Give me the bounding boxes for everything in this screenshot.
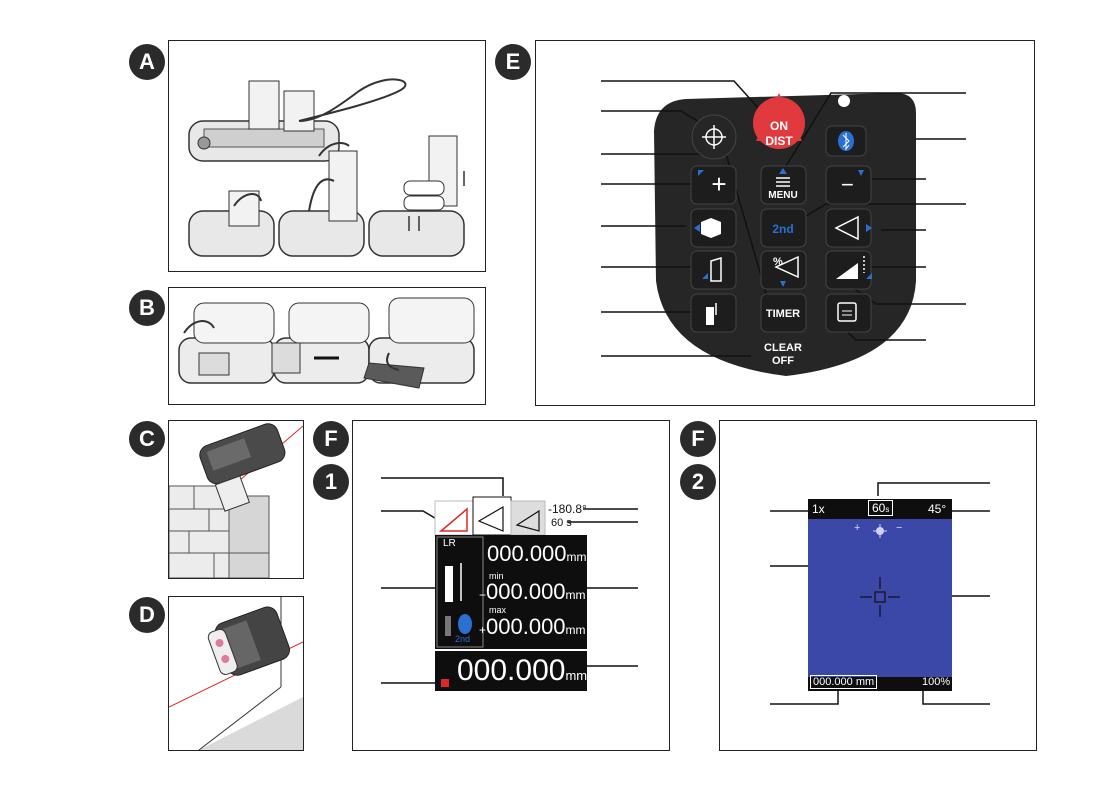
display-2-callouts bbox=[720, 421, 1036, 750]
minus-icon: − bbox=[841, 172, 854, 197]
bluetooth-indicator-icon bbox=[458, 614, 472, 634]
badge-b: B bbox=[129, 290, 165, 326]
timer-label: TIMER bbox=[766, 308, 800, 320]
angle-value: 45° bbox=[928, 502, 946, 516]
indirect-measure-button[interactable] bbox=[826, 209, 871, 247]
badge-d: D bbox=[129, 597, 165, 633]
memory-button[interactable] bbox=[826, 294, 871, 332]
badge-1: 1 bbox=[313, 464, 349, 500]
laser-dot-icon bbox=[838, 95, 850, 107]
timer-readout: 60 s bbox=[551, 517, 572, 529]
laser-indicator-icon bbox=[441, 679, 449, 687]
badge-a: A bbox=[129, 44, 165, 80]
badge-2: 2 bbox=[680, 464, 716, 500]
zoom-level: 1x bbox=[812, 502, 825, 516]
main-value: 000.000mm bbox=[487, 541, 587, 567]
max-value: +000.000mm bbox=[479, 614, 586, 640]
distance-readout: 000.000 mm bbox=[810, 675, 877, 689]
badge-f-left: F bbox=[313, 421, 349, 457]
lr-label: LR bbox=[443, 538, 456, 549]
badge-f-right: F bbox=[680, 421, 716, 457]
battery-insertion-illustration bbox=[169, 41, 485, 271]
zoom-percent: 100% bbox=[922, 676, 950, 688]
panel-d bbox=[168, 596, 304, 751]
plus-icon: + bbox=[711, 169, 726, 199]
wall-area-button[interactable] bbox=[691, 251, 736, 289]
battery-cover-illustration bbox=[169, 288, 485, 404]
panel-a bbox=[168, 40, 486, 272]
badge-c: C bbox=[129, 421, 165, 457]
clear-label[interactable]: CLEAR bbox=[764, 342, 802, 354]
camera-view bbox=[808, 519, 952, 677]
off-label[interactable]: OFF bbox=[772, 355, 794, 367]
keypad-diagram: ON DIST + MENU − 2nd bbox=[536, 41, 1034, 405]
bt-sub-label: 2nd bbox=[455, 634, 470, 644]
second-label: 2nd bbox=[772, 222, 793, 236]
panel-c bbox=[168, 420, 304, 579]
badge-e: E bbox=[495, 44, 531, 80]
angle-readout: -180.8° bbox=[548, 502, 587, 516]
dist-label[interactable]: DIST bbox=[765, 134, 793, 148]
menu-label: MENU bbox=[768, 190, 797, 201]
brightness-plus: + bbox=[854, 522, 860, 534]
panel-b bbox=[168, 287, 486, 405]
volume-cube-icon bbox=[701, 218, 721, 238]
result-value: 000.000mm bbox=[457, 654, 587, 688]
panel-f2: 1x 60s 45° + − 000.000 mm 100% bbox=[719, 420, 1037, 751]
panel-e: ON DIST + MENU − 2nd bbox=[535, 40, 1035, 406]
brightness-minus: − bbox=[896, 522, 902, 534]
wall-measurement-illustration bbox=[169, 421, 303, 578]
panel-f1: -180.8° 60 s LR 2nd 000.000mm min −000.0… bbox=[352, 420, 670, 751]
timer-box: 60s bbox=[868, 500, 893, 516]
on-label[interactable]: ON bbox=[770, 119, 788, 133]
corner-measurement-illustration bbox=[169, 597, 303, 750]
reference-icon bbox=[706, 307, 714, 325]
min-value: −000.000mm bbox=[479, 579, 586, 605]
